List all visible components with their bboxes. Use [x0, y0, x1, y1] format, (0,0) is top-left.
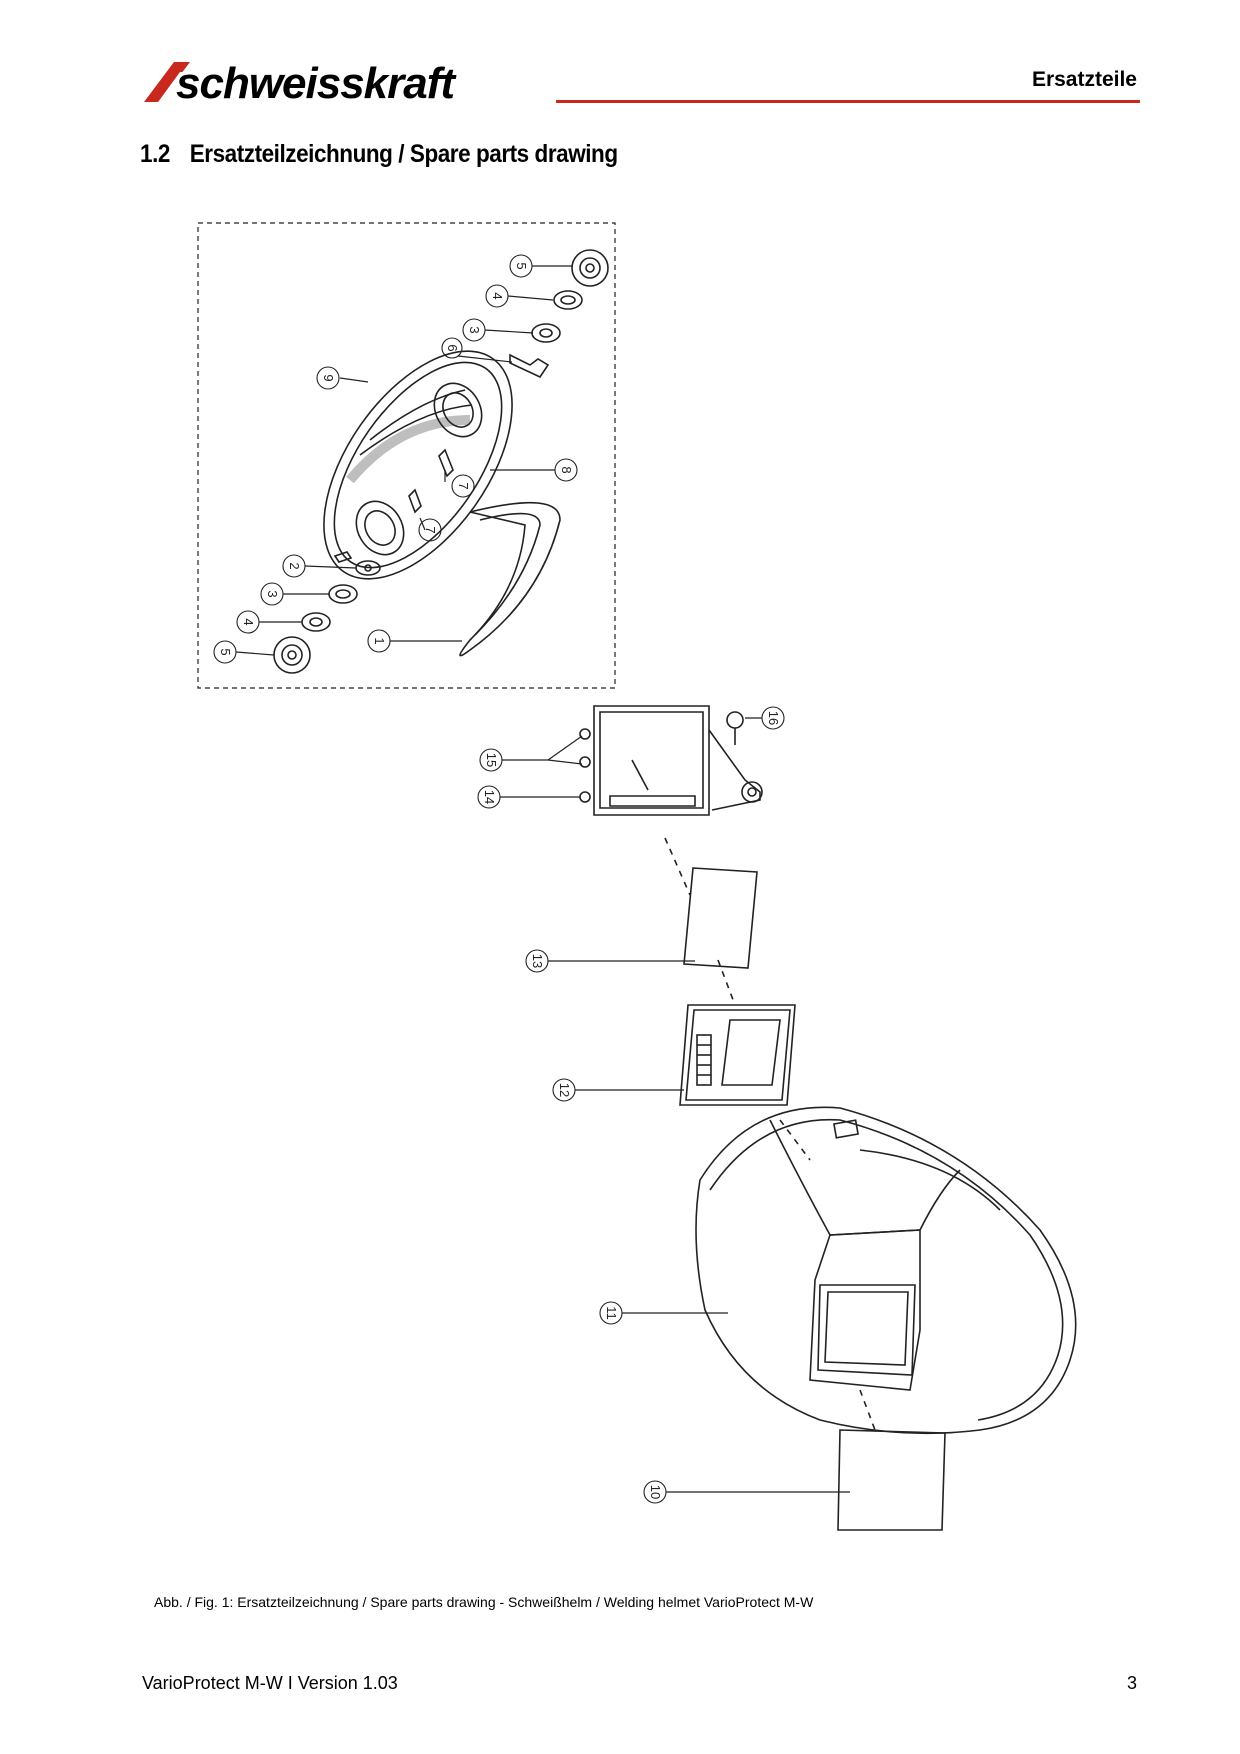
headgear-assembly [323, 350, 513, 580]
callout-10: 10 [648, 1485, 663, 1499]
callout-9: 9 [321, 374, 336, 381]
footer-document-version: VarioProtect M-W I Version 1.03 [142, 1673, 398, 1693]
section-heading: 1.2 Ersatzteilzeichnung / Spare parts dra… [140, 140, 618, 169]
callout-8: 8 [559, 466, 574, 473]
callout-7-lower: 7 [423, 526, 438, 533]
inner-cover-lens [683, 867, 758, 969]
callout-12: 12 [557, 1083, 572, 1097]
callout-11: 11 [604, 1306, 619, 1320]
callout-3-bottom: 3 [265, 590, 280, 597]
callout-4-bottom: 4 [241, 618, 256, 625]
callout-15: 15 [484, 753, 499, 767]
callout-6: 6 [445, 344, 460, 351]
headgear-frame [197, 222, 616, 689]
footer-page-number: 3 [1126, 1673, 1137, 1693]
brand-logo-text: schweisskraft [176, 59, 457, 106]
callout-3-top: 3 [467, 326, 482, 333]
figure-caption: Abb. / Fig. 1: Ersatzteilzeichnung / Spa… [154, 1594, 814, 1610]
adf-filter [679, 1004, 796, 1106]
section-number: 1.2 [140, 140, 170, 168]
callout-4-top: 4 [490, 292, 505, 299]
header-section-title: Ersatzteile [1031, 68, 1137, 91]
header-rule [556, 100, 1140, 103]
helmet-shell [695, 1106, 1077, 1435]
brand-logo: schweisskraft [144, 59, 458, 106]
cassette-frame [593, 705, 763, 816]
section-title: Ersatzteilzeichnung / Spare parts drawin… [189, 140, 618, 168]
callout-13: 13 [530, 954, 545, 968]
outer-cover-lens [837, 1429, 946, 1531]
sweatband [459, 501, 561, 657]
callout-5-top: 5 [514, 262, 529, 269]
callout-1: 1 [372, 637, 387, 644]
callout-2: 2 [287, 562, 302, 569]
brand-logo-mark-icon [144, 62, 190, 102]
callout-7-upper: 7 [456, 482, 471, 489]
callout-5-bottom: 5 [218, 648, 233, 655]
callout-14: 14 [482, 790, 497, 804]
callout-16: 16 [766, 711, 781, 725]
